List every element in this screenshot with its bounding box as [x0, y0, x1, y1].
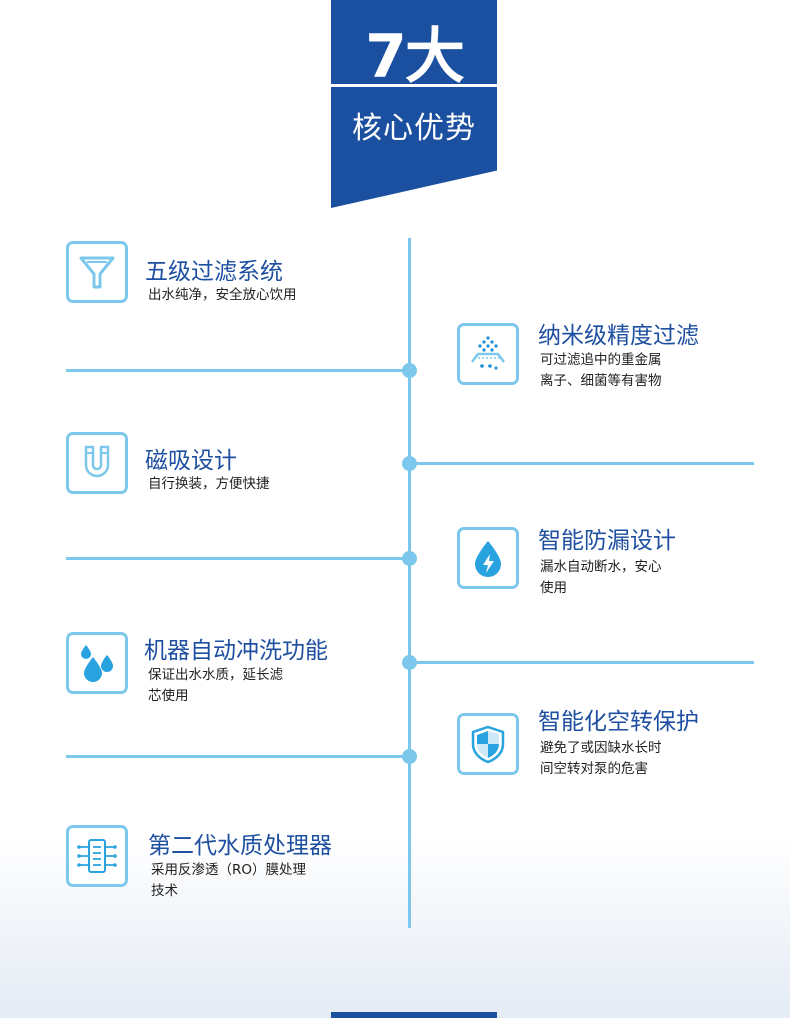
- nano-filter-icon: [457, 323, 519, 385]
- feature-desc: 采用反渗透（RO）膜处理 技术: [151, 860, 306, 902]
- feature-title: 五级过滤系统: [145, 259, 283, 285]
- header-banner: 7大 核心优势: [331, 0, 497, 208]
- timeline-connector-right-2: [408, 661, 754, 664]
- feature-desc-line: 使用: [540, 580, 567, 596]
- leak-guard-icon: [457, 527, 519, 589]
- feature-desc-line: 漏水自动断水，安心: [540, 559, 662, 575]
- timeline-dot: [402, 456, 417, 471]
- timeline-dot: [402, 551, 417, 566]
- feature-title: 智能防漏设计: [538, 528, 676, 554]
- feature-desc-line: 芯使用: [148, 688, 189, 704]
- feature-desc-line: 保证出水水质，延长滤: [148, 667, 283, 683]
- feature-desc: 避免了或因缺水长时 间空转对泵的危害: [540, 738, 662, 780]
- header-divider: [331, 84, 497, 87]
- footer-accent-bar: [331, 1012, 497, 1018]
- water-drops-icon: [66, 632, 128, 694]
- feature-desc: 可过滤追中的重金属 离子、细菌等有害物: [540, 350, 662, 392]
- feature-title: 智能化空转保护: [538, 709, 699, 735]
- shield-icon: [457, 713, 519, 775]
- feature-desc-line: 自行换装，方便快捷: [148, 476, 270, 492]
- feature-title: 机器自动冲洗功能: [144, 638, 328, 664]
- feature-desc-line: 离子、细菌等有害物: [540, 373, 662, 389]
- timeline-connector-left-2: [66, 557, 410, 560]
- magnet-icon: [66, 432, 128, 494]
- feature-desc: 漏水自动断水，安心 使用: [540, 557, 662, 599]
- feature-desc-line: 可过滤追中的重金属: [540, 352, 662, 368]
- processor-icon: [66, 825, 128, 887]
- feature-desc-line: 采用反渗透（RO）膜处理: [151, 862, 307, 878]
- feature-desc: 出水纯净，安全放心饮用: [148, 285, 297, 306]
- feature-desc-line: 避免了或因缺水长时: [540, 740, 662, 756]
- feature-title: 第二代水质处理器: [148, 833, 332, 859]
- timeline-connector-right-1: [408, 462, 754, 465]
- timeline-connector-left-3: [66, 755, 410, 758]
- feature-title: 磁吸设计: [145, 448, 237, 474]
- feature-desc: 自行换装，方便快捷: [148, 474, 270, 495]
- funnel-icon: [66, 241, 128, 303]
- feature-title: 纳米级精度过滤: [538, 323, 699, 349]
- feature-desc-line: 出水纯净，安全放心饮用: [148, 287, 297, 303]
- timeline-dot: [402, 749, 417, 764]
- timeline-dot: [402, 363, 417, 378]
- feature-desc: 保证出水水质，延长滤 芯使用: [148, 665, 283, 707]
- timeline-connector-left-1: [66, 369, 410, 372]
- timeline-dot: [402, 655, 417, 670]
- feature-desc-line: 技术: [151, 883, 178, 899]
- header-number: 7大: [365, 22, 465, 92]
- timeline-vertical-line: [408, 238, 411, 928]
- feature-desc-line: 间空转对泵的危害: [540, 761, 648, 777]
- header-subtitle: 核心优势: [352, 111, 476, 146]
